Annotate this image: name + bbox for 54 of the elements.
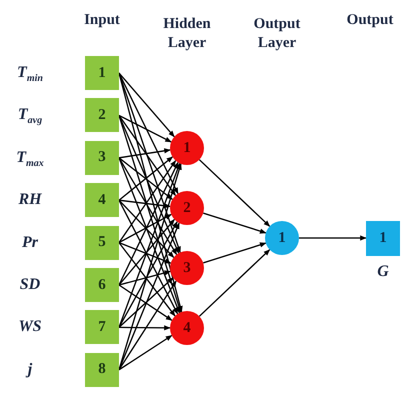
output-node: 1 xyxy=(366,220,400,256)
connection-arrow xyxy=(118,115,176,196)
connection-arrow xyxy=(118,72,179,194)
variable-label: G xyxy=(376,262,390,282)
variable-label: Pr xyxy=(21,232,39,253)
hidden-neuron: 4 xyxy=(170,311,204,345)
connection-arrow xyxy=(299,235,367,241)
input-node: 2 xyxy=(85,98,119,132)
hidden-neuron: 2 xyxy=(170,191,204,225)
connection-arrow xyxy=(118,277,174,328)
input-node: 3 xyxy=(85,140,119,175)
input-node: 1 xyxy=(85,56,119,90)
connection-arrow xyxy=(118,242,176,316)
connection-arrow xyxy=(118,200,174,258)
connection-arrow xyxy=(118,72,175,138)
connection-arrow xyxy=(203,242,266,264)
connection-arrow xyxy=(118,214,172,244)
layer-heading: Input xyxy=(83,11,121,30)
input-node: 8 xyxy=(85,352,119,387)
connection-arrow xyxy=(118,334,172,370)
connection-arrow xyxy=(118,157,178,256)
variable-label: RH xyxy=(17,190,43,210)
variable-label: T$_{max}$ xyxy=(15,148,45,171)
input-node: 6 xyxy=(85,268,119,302)
input-node: 7 xyxy=(85,310,119,344)
connection-arrow xyxy=(118,148,171,158)
connection-arrow xyxy=(118,242,172,264)
connection-arrow xyxy=(118,280,177,370)
variable-label: T$_{min}$ xyxy=(16,63,44,86)
hidden-neuron: 1 xyxy=(170,131,204,165)
connection-arrow xyxy=(118,200,178,314)
connection-arrow xyxy=(118,200,171,208)
connection-arrow xyxy=(118,162,179,286)
connection-arrow xyxy=(118,114,172,142)
output-neuron: 1 xyxy=(265,221,299,255)
connection-arrow xyxy=(198,249,270,317)
connection-arrow xyxy=(118,160,176,243)
layer-heading: Hidden Layer xyxy=(162,15,212,53)
variable-label: T$_{avg}$ xyxy=(16,105,44,129)
input-node: 5 xyxy=(85,226,119,260)
connection-arrow xyxy=(198,159,270,227)
connection-arrow xyxy=(118,218,175,286)
input-node: 4 xyxy=(85,183,119,218)
variable-label: SD xyxy=(18,275,42,295)
connection-arrow xyxy=(119,325,171,330)
layer-heading: Output xyxy=(346,11,394,30)
connection-arrow xyxy=(203,212,266,234)
connection-arrow xyxy=(118,270,171,286)
connection-arrow xyxy=(118,221,178,328)
hidden-neuron: 3 xyxy=(170,251,204,285)
variable-label: j xyxy=(24,360,34,380)
variable-label: WS xyxy=(17,317,43,338)
connection-arrow xyxy=(118,284,172,321)
layer-heading: Output Layer xyxy=(252,15,302,53)
